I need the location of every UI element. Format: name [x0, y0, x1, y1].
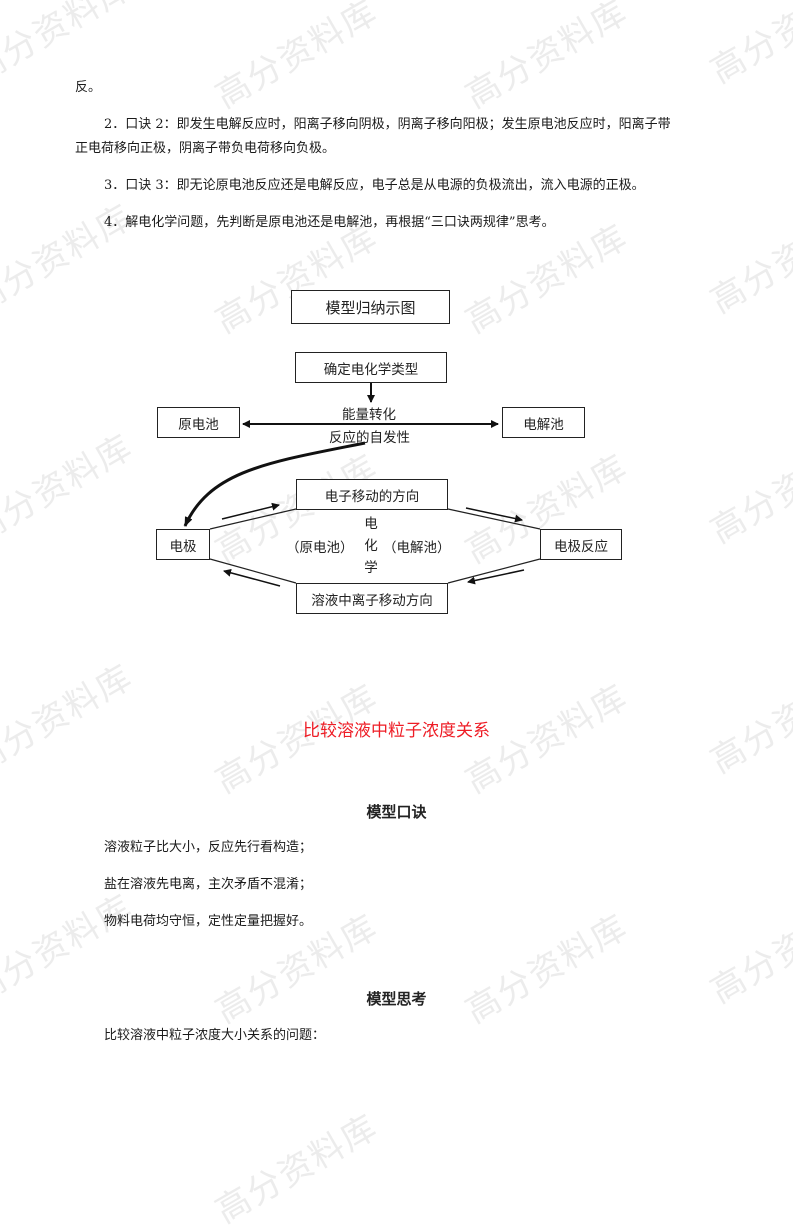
rule-3: 3．口诀 3：即无论原电池反应还是电解反应，电子总是从电源的负极流出，流入电源的…: [104, 178, 645, 193]
thinking-text: 比较溶液中粒子浓度大小关系的问题：: [104, 1028, 326, 1043]
electrolytic-cell-box: 电解池: [502, 407, 585, 438]
diagram-connectors: [183, 382, 541, 587]
paragraph-continuation: 反。: [75, 80, 102, 95]
section-title: 比较溶液中粒子浓度关系: [303, 721, 490, 741]
center-char-1: 电: [364, 516, 378, 532]
rule-2-line-1: 2．口诀 2：即发生电解反应时，阳离子移向阴极，阴离子移向阳极；发生原电池反应时…: [104, 117, 671, 132]
thinking-heading: 模型思考: [366, 990, 427, 1008]
mnemonic-line: 盐在溶液先电离，主次矛盾不混淆；: [104, 877, 313, 892]
spontaneity-label: 反应的自发性: [329, 430, 410, 446]
determine-type-box: 确定电化学类型: [295, 352, 447, 383]
rule-4: 4．解电化学问题，先判断是原电池还是电解池，再根据“三口诀两规律”思考。: [104, 215, 555, 230]
mnemonic-line: 溶液粒子比大小，反应先行看构造；: [104, 840, 313, 855]
center-vertical-label: 电 化 学: [363, 513, 379, 579]
mnemonic-heading: 模型口诀: [366, 803, 427, 821]
electron-direction-box: 电子移动的方向: [296, 479, 448, 510]
mnemonic-line: 物料电荷均守恒，定性定量把握好。: [104, 914, 313, 929]
center-left-label: （原电池）: [286, 540, 354, 556]
galvanic-cell-box: 原电池: [157, 407, 240, 438]
rule-2-line-2: 正电荷移向正极，阴离子带负电荷移向负极。: [75, 141, 336, 156]
center-char-3: 学: [364, 560, 378, 576]
electrode-reaction-box: 电极反应: [540, 529, 622, 560]
energy-conversion-label: 能量转化: [342, 407, 396, 423]
diagram-title-box: 模型归纳示图: [291, 290, 450, 324]
center-right-label: （电解池）: [383, 540, 451, 556]
ion-direction-box: 溶液中离子移动方向: [296, 583, 448, 614]
electrode-box: 电极: [156, 529, 210, 560]
center-char-2: 化: [364, 538, 378, 554]
